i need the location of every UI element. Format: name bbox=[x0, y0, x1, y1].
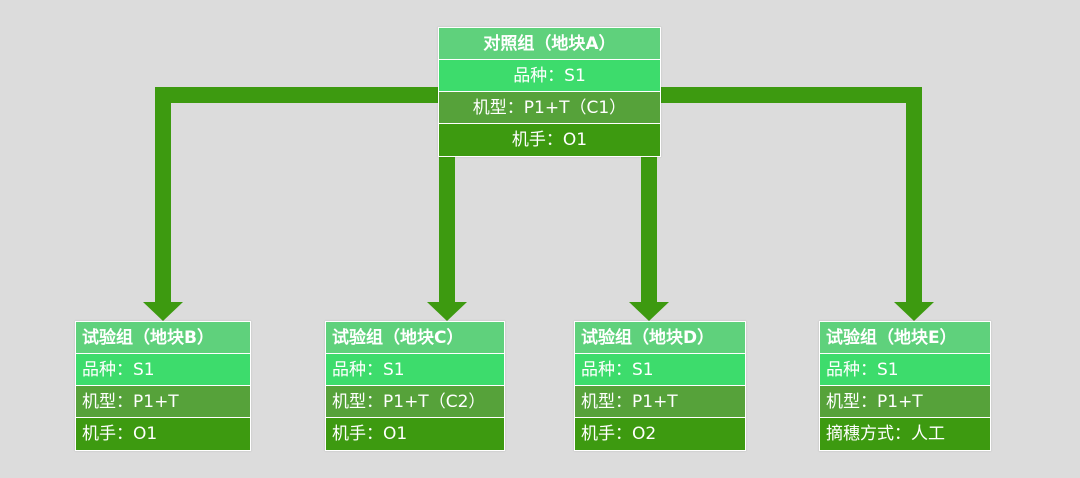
trial-group-e-harvest-method: 摘穗方式：人工 bbox=[820, 418, 990, 450]
arrowhead-c bbox=[427, 302, 467, 321]
connector-horizontal-right bbox=[659, 87, 922, 103]
control-group-box: 对照组（地块A） 品种：S1 机型：P1+T（C1） 机手：O1 bbox=[438, 27, 661, 157]
trial-group-c-machine: 机型：P1+T（C2） bbox=[326, 386, 504, 418]
trial-group-e-machine: 机型：P1+T bbox=[820, 386, 990, 418]
trial-group-c-operator: 机手：O1 bbox=[326, 418, 504, 450]
trial-group-d-operator: 机手：O2 bbox=[575, 418, 745, 450]
arrowhead-b bbox=[143, 302, 183, 321]
trial-group-b-operator: 机手：O1 bbox=[76, 418, 250, 450]
control-group-machine: 机型：P1+T（C1） bbox=[439, 92, 660, 124]
trial-group-c-variety: 品种：S1 bbox=[326, 354, 504, 386]
connector-vertical-b bbox=[155, 87, 171, 304]
connector-horizontal-left bbox=[155, 87, 440, 103]
arrowhead-e bbox=[894, 302, 934, 321]
arrowhead-d bbox=[629, 302, 669, 321]
trial-group-b-variety: 品种：S1 bbox=[76, 354, 250, 386]
connector-vertical-c bbox=[439, 155, 455, 304]
trial-group-d-box: 试验组（地块D） 品种：S1 机型：P1+T 机手：O2 bbox=[574, 321, 746, 451]
trial-group-e-title: 试验组（地块E） bbox=[820, 322, 990, 354]
trial-group-e-box: 试验组（地块E） 品种：S1 机型：P1+T 摘穗方式：人工 bbox=[819, 321, 991, 451]
trial-group-b-title: 试验组（地块B） bbox=[76, 322, 250, 354]
trial-group-c-box: 试验组（地块C） 品种：S1 机型：P1+T（C2） 机手：O1 bbox=[325, 321, 505, 451]
trial-group-b-machine: 机型：P1+T bbox=[76, 386, 250, 418]
trial-group-d-title: 试验组（地块D） bbox=[575, 322, 745, 354]
connector-vertical-d bbox=[641, 155, 657, 304]
connector-vertical-e bbox=[906, 87, 922, 304]
trial-group-c-title: 试验组（地块C） bbox=[326, 322, 504, 354]
trial-group-d-machine: 机型：P1+T bbox=[575, 386, 745, 418]
control-group-title: 对照组（地块A） bbox=[439, 28, 660, 60]
trial-group-d-variety: 品种：S1 bbox=[575, 354, 745, 386]
trial-group-b-box: 试验组（地块B） 品种：S1 机型：P1+T 机手：O1 bbox=[75, 321, 251, 451]
trial-group-e-variety: 品种：S1 bbox=[820, 354, 990, 386]
control-group-variety: 品种：S1 bbox=[439, 60, 660, 92]
control-group-operator: 机手：O1 bbox=[439, 124, 660, 156]
